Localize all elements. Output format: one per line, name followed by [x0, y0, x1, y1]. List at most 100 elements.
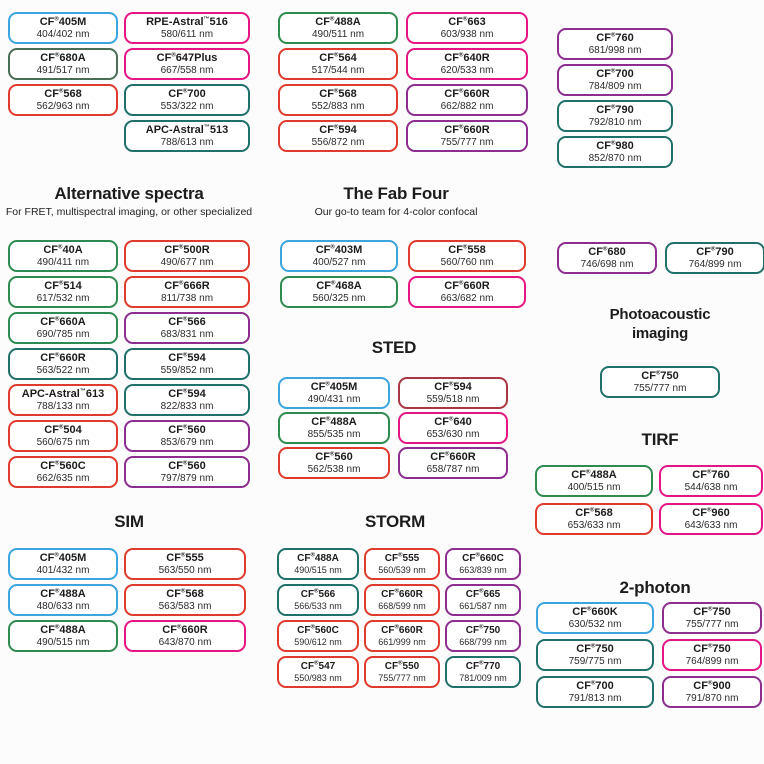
dye-pill: CF®790 764/899 nm — [665, 242, 764, 274]
dye-wavelengths: 603/938 nm — [440, 28, 494, 40]
photoacoustic-header: Photoacoustic imaging — [585, 306, 735, 344]
pill-column: CF®750 755/777 nm — [600, 366, 720, 398]
dye-pill: CF®488A 490/515 nm — [8, 620, 118, 652]
fab-four-header: The Fab Four Our go-to team for 4-color … — [262, 184, 530, 218]
dye-wavelengths: 490/511 nm — [311, 28, 365, 40]
dye-name: CF®568 — [166, 588, 204, 601]
dye-name: CF®666R — [164, 280, 210, 293]
dye-name: CF®660R — [381, 589, 423, 601]
dye-wavelengths: 563/522 nm — [36, 364, 90, 376]
dye-wavelengths: 683/831 nm — [160, 328, 214, 340]
dye-pill: CF®980 852/870 nm — [557, 136, 673, 168]
dye-name: CF®680 — [588, 246, 626, 259]
dye-pill: CF®405M 401/432 nm — [8, 548, 118, 580]
section-680-790-pair: CF®680 746/698 nm CF®790 764/899 nm — [557, 242, 764, 274]
pill-column: CF®790 764/899 nm — [665, 242, 764, 274]
dye-wavelengths: 401/432 nm — [36, 564, 90, 576]
dye-name: CF®660C — [462, 553, 504, 565]
dye-wavelengths: 563/550 nm — [158, 564, 212, 576]
pill-column: CF®405M 404/402 nm CF®680A 491/517 nm CF… — [8, 12, 118, 152]
dye-wavelengths: 643/633 nm — [684, 519, 738, 531]
dye-name: CF®488A — [297, 553, 339, 565]
pill-column: RPE-Astral™516 580/611 nm CF®647Plus 667… — [124, 12, 250, 152]
dye-pill: CF®500R 490/677 nm — [124, 240, 250, 272]
dye-wavelengths: 490/515 nm — [294, 564, 342, 575]
dye-wavelengths: 559/852 nm — [160, 364, 214, 376]
dye-wavelengths: 560/760 nm — [440, 256, 494, 268]
dye-name: CF®960 — [692, 507, 730, 520]
dye-name: CF®566 — [168, 316, 206, 329]
dye-wavelengths: 822/833 nm — [160, 400, 214, 412]
dye-name: CF®665 — [465, 589, 501, 601]
dye-name: CF®403M — [315, 244, 363, 257]
dye-pill: CF®770 781/009 nm — [445, 656, 521, 688]
dye-pill: CF®558 560/760 nm — [408, 240, 526, 272]
dye-pill: CF®680 746/698 nm — [557, 242, 657, 274]
two-photon-header: 2-photon — [555, 578, 755, 598]
dye-pill: CF®568 552/883 nm — [278, 84, 398, 116]
dye-pill: CF®594 556/872 nm — [278, 120, 398, 152]
dye-name: CF®980 — [596, 140, 634, 153]
dye-name: CF®560 — [315, 451, 353, 464]
dye-name: CF®640R — [444, 52, 490, 65]
dye-pill: CF®750 668/799 nm — [445, 620, 521, 652]
dye-wavelengths: 590/612 nm — [294, 636, 342, 647]
dye-wavelengths: 661/587 nm — [459, 600, 507, 611]
dye-name: CF®660K — [572, 606, 618, 619]
pill-column: CF®660K 630/532 nm CF®750 759/775 nm CF®… — [536, 602, 654, 708]
dye-wavelengths: 784/809 nm — [588, 80, 642, 92]
dye-name: CF®660A — [40, 316, 86, 329]
dye-pill: CF®680A 491/517 nm — [8, 48, 118, 80]
dye-name: RPE-Astral™516 — [146, 16, 228, 29]
dye-wavelengths: 781/009 nm — [459, 672, 507, 683]
dye-pill: CF®488A 490/511 nm — [278, 12, 398, 44]
dye-name: CF®488A — [40, 588, 86, 601]
dye-wavelengths: 764/899 nm — [685, 655, 739, 667]
dye-name: CF®550 — [384, 661, 420, 673]
dye-wavelengths: 855/535 nm — [307, 428, 361, 440]
dye-pill: CF®700 784/809 nm — [557, 64, 673, 96]
pill-column: CF®555 563/550 nm CF®568 563/583 nm CF®6… — [124, 548, 246, 652]
dye-name: CF®594 — [434, 381, 472, 394]
dye-name: CF®568 — [575, 507, 613, 520]
dye-name: APC-Astral™613 — [21, 388, 105, 401]
dye-wavelengths: 764/899 nm — [688, 258, 742, 270]
dye-name: CF®750 — [641, 370, 679, 383]
dye-pill: CF®403M 400/527 nm — [280, 240, 398, 272]
dye-pill: CF®760 681/998 nm — [557, 28, 673, 60]
dye-wavelengths: 797/879 nm — [160, 472, 214, 484]
dye-wavelengths: 550/983 nm — [294, 672, 342, 683]
dye-name: CF®660R — [444, 124, 490, 137]
dye-name: CF®700 — [576, 680, 614, 693]
dye-pill: CF®594 559/518 nm — [398, 377, 508, 409]
dye-wavelengths: 560/325 nm — [312, 292, 366, 304]
dye-pill: CF®960 643/633 nm — [659, 503, 763, 535]
pill-column: CF®403M 400/527 nm CF®468A 560/325 nm — [280, 240, 398, 308]
dye-name: CF®900 — [693, 680, 731, 693]
pill-column: CF®760 681/998 nm CF®700 784/809 nm CF®7… — [557, 28, 673, 168]
dye-wavelengths: 553/322 nm — [160, 100, 214, 112]
section-storm: CF®488A 490/515 nm CF®566 566/533 nm CF®… — [277, 548, 521, 688]
dye-wavelengths: 788/133 nm — [36, 400, 90, 412]
dye-wavelengths: 552/883 nm — [311, 100, 365, 112]
dye-name: CF®750 — [693, 643, 731, 656]
dye-pill: CF®660R 658/787 nm — [398, 447, 508, 479]
dye-name: CF®640 — [434, 416, 472, 429]
dye-wavelengths: 620/533 nm — [440, 64, 494, 76]
dye-name: CF®790 — [596, 104, 634, 117]
section-title: The Fab Four — [343, 184, 449, 203]
dye-wavelengths: 490/411 nm — [36, 256, 90, 268]
dye-wavelengths: 480/633 nm — [36, 600, 90, 612]
dye-wavelengths: 517/544 nm — [311, 64, 365, 76]
dye-name: CF®514 — [44, 280, 82, 293]
dye-name: CF®660R — [444, 280, 490, 293]
dye-wavelengths: 400/527 nm — [312, 256, 366, 268]
dye-pill: CF®488A 490/515 nm — [277, 548, 359, 580]
dye-name: CF®564 — [319, 52, 357, 65]
dye-pill: CF®700 553/322 nm — [124, 84, 250, 116]
dye-wavelengths: 643/870 nm — [158, 636, 212, 648]
dye-wavelengths: 556/872 nm — [311, 136, 365, 148]
dye-wavelengths: 559/518 nm — [426, 393, 480, 405]
dye-wavelengths: 792/810 nm — [588, 116, 642, 128]
